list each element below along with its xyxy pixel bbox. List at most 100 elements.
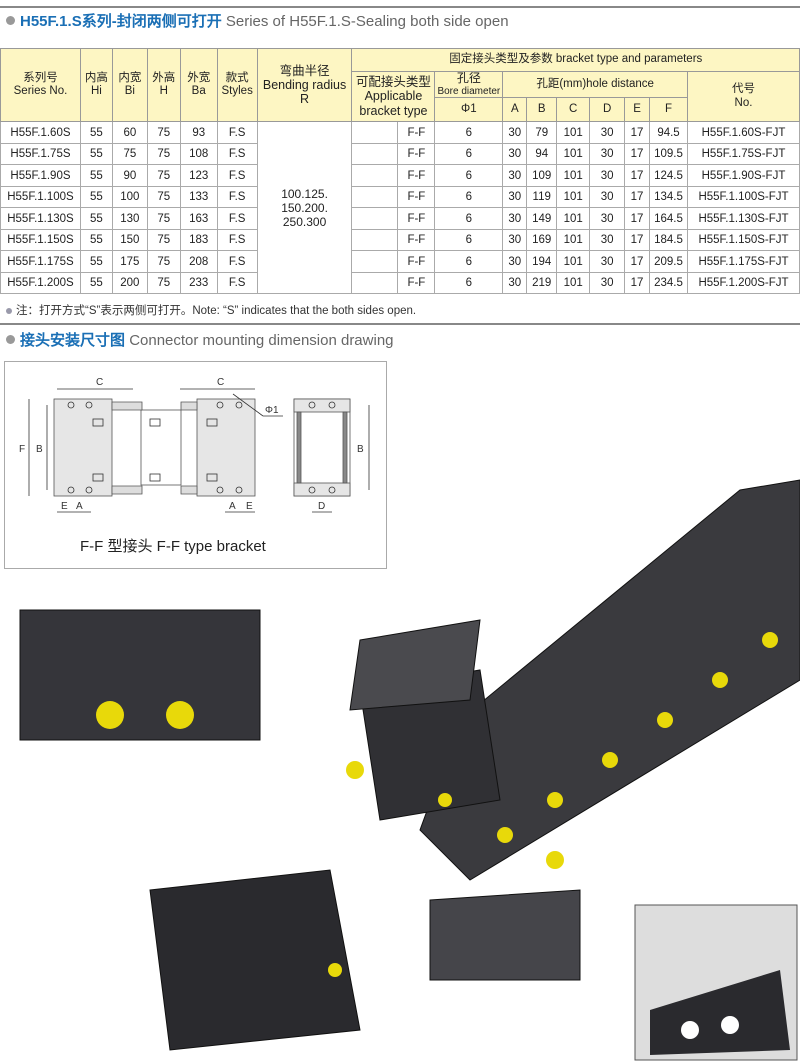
table-cell: H55F.1.200S-FJT: [687, 271, 800, 295]
table-cell: 60: [111, 121, 148, 144]
table-cell: 30: [589, 164, 626, 187]
table-cell: 30: [502, 142, 528, 166]
table-cell: 101: [556, 185, 591, 209]
col-hole-distance: 孔距(mm)hole distance: [502, 70, 688, 99]
product-photo: [19, 479, 800, 1061]
table-cell: H55F.1.130S: [0, 207, 81, 230]
table-cell: 17: [624, 228, 651, 252]
table-cell: 6: [434, 207, 504, 230]
table-cell: F-F: [397, 250, 436, 273]
table-cell: H55F.1.175S-FJT: [687, 250, 800, 273]
table-cell: 90: [111, 164, 148, 187]
table-cell: H55F.1.150S: [0, 228, 81, 252]
table-cell: 101: [556, 142, 591, 166]
dim-b-right: B: [357, 444, 364, 455]
section-title-series: H55F.1.S系列-封闭两侧可打开 Series of H55F.1.S-Se…: [6, 10, 509, 31]
table-cell: H55F.1.75S-FJT: [687, 142, 800, 166]
dim-a-right: A: [229, 501, 236, 512]
dim-d: D: [318, 501, 325, 512]
table-cell: 30: [589, 250, 626, 273]
table-cell: 101: [556, 121, 591, 144]
table-cell: 94: [526, 142, 558, 166]
table-cell: 75: [146, 142, 181, 166]
table-cell: 30: [589, 207, 626, 230]
col-group-bracket: 固定接头类型及参数 bracket type and parameters: [351, 48, 800, 72]
table-cell: 183: [179, 228, 218, 252]
table-cell: H55F.1.100S: [0, 185, 81, 209]
table-cell: 30: [502, 228, 528, 252]
col-e: E: [624, 97, 651, 123]
dim-f: F: [19, 444, 25, 455]
note: 注：打开方式“S”表示两侧可打开。Note: “S” indicates tha…: [6, 302, 416, 318]
cell-blank: [351, 121, 399, 144]
table-cell: 164.5: [649, 207, 688, 230]
cell-blank: [351, 250, 399, 273]
dim-b-left: B: [36, 444, 43, 455]
table-cell: 234.5: [649, 271, 688, 295]
table-cell: 150: [111, 228, 148, 252]
table-cell: 55: [79, 271, 113, 295]
table-cell: 108: [179, 142, 218, 166]
table-cell: 101: [556, 228, 591, 252]
table-cell: 149: [526, 207, 558, 230]
table-cell: 75: [146, 250, 181, 273]
table-cell: 30: [502, 121, 528, 144]
table-cell: F.S: [216, 228, 258, 252]
col-bore-sym: Φ1: [434, 97, 504, 123]
col-a: A: [502, 97, 528, 123]
cell-radius: 100.125. 150.200. 250.300: [256, 121, 353, 295]
table-cell: H55F.1.60S: [0, 121, 81, 144]
dim-c-left: C: [96, 377, 103, 388]
table-cell: 101: [556, 207, 591, 230]
table-cell: H55F.1.90S: [0, 164, 81, 187]
table-cell: H55F.1.90S-FJT: [687, 164, 800, 187]
table-cell: 75: [146, 207, 181, 230]
col-f: F: [649, 97, 688, 123]
table-cell: 17: [624, 207, 651, 230]
table-cell: 109.5: [649, 142, 688, 166]
table-cell: 209.5: [649, 250, 688, 273]
table-cell: H55F.1.175S: [0, 250, 81, 273]
dimension-drawing: C C Φ1 F B B E A A E D: [4, 361, 387, 569]
table-cell: 30: [502, 271, 528, 295]
bracket-drawing: C C Φ1 F B B E A A E D: [19, 377, 370, 513]
table-cell: 30: [502, 250, 528, 273]
table-cell: 55: [79, 207, 113, 230]
table-cell: H55F.1.75S: [0, 142, 81, 166]
table-cell: 123: [179, 164, 218, 187]
table-cell: 175: [111, 250, 148, 273]
chain-links: [19, 479, 800, 1051]
top-rule: [0, 6, 800, 8]
table-cell: 6: [434, 250, 504, 273]
table-cell: 17: [624, 164, 651, 187]
section-title-drawing: 接头安装尺寸图 Connector mounting dimension dra…: [6, 329, 394, 350]
col-b: B: [526, 97, 558, 123]
dim-e-right: E: [246, 501, 253, 512]
table-cell: H55F.1.60S-FJT: [687, 121, 800, 144]
table-cell: F.S: [216, 250, 258, 273]
dim-a-left: A: [76, 501, 83, 512]
table-cell: 30: [589, 142, 626, 166]
col-c: C: [556, 97, 591, 123]
table-cell: 30: [589, 185, 626, 209]
table-cell: 6: [434, 271, 504, 295]
table-cell: 79: [526, 121, 558, 144]
table-cell: 75: [146, 121, 181, 144]
table-cell: 75: [111, 142, 148, 166]
table-cell: 130: [111, 207, 148, 230]
table-cell: 6: [434, 121, 504, 144]
drawing-caption: F-F 型接头 F-F type bracket: [80, 538, 266, 555]
table-cell: 55: [79, 164, 113, 187]
table-cell: 6: [434, 164, 504, 187]
table-cell: F.S: [216, 271, 258, 295]
